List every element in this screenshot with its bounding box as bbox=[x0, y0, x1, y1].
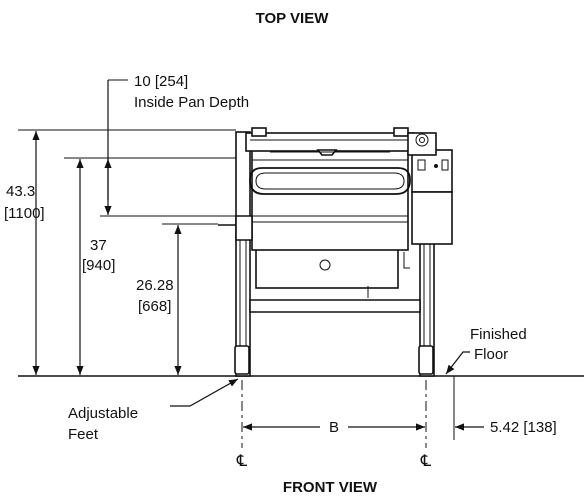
dim-offset-label: 5.42 [138] bbox=[490, 419, 557, 436]
floor-leader bbox=[445, 351, 470, 375]
feet-callout-line2: Feet bbox=[68, 426, 99, 443]
floor-callout-line1: Finished bbox=[470, 326, 527, 343]
front-view-title: FRONT VIEW bbox=[283, 479, 378, 496]
centerline-symbol-right: ℄ bbox=[420, 451, 432, 470]
dim-overall-height-value: 43.3 bbox=[6, 183, 35, 200]
dim-rim-height-value: 37 bbox=[90, 237, 107, 254]
feet-leader bbox=[170, 378, 239, 407]
dim-pour-height-metric: [668] bbox=[138, 298, 171, 315]
dim-overall-height-metric: [1100] bbox=[4, 205, 45, 222]
feet-callout-line1: Adjustable bbox=[68, 405, 138, 422]
floor-callout-line2: Floor bbox=[474, 346, 508, 363]
dim-feet-spacing-label: B bbox=[329, 419, 339, 436]
top-view-title: TOP VIEW bbox=[256, 10, 330, 27]
centerline-symbol-left: ℄ bbox=[236, 451, 248, 470]
dim-pan-depth-caption: Inside Pan Depth bbox=[134, 94, 249, 111]
dim-pour-height-value: 26.28 bbox=[136, 277, 174, 294]
dim-rim-height-metric: [940] bbox=[82, 257, 115, 274]
dim-pan-depth-value: 10 [254] bbox=[134, 73, 188, 90]
kettle-illustration bbox=[218, 127, 453, 377]
